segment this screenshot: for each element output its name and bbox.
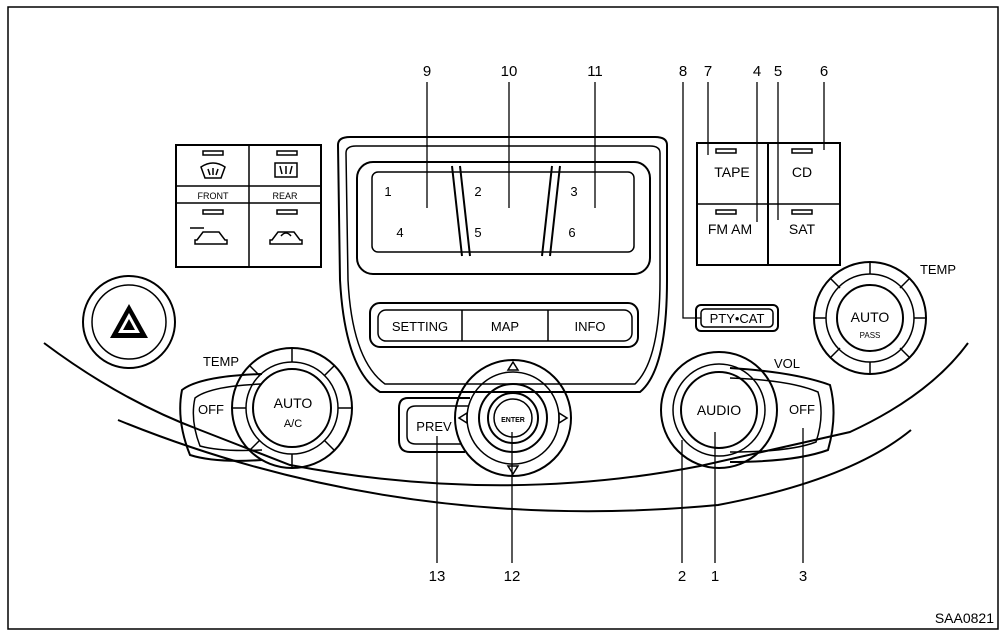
callout-11: 11 — [587, 63, 603, 80]
front-label: FRONT — [198, 191, 229, 201]
right-auto-label: AUTO — [851, 309, 890, 325]
prev-button[interactable]: PREV — [416, 419, 452, 434]
fmam-indicator — [715, 209, 737, 215]
right-temp-label: TEMP — [920, 262, 956, 277]
audio-dial: OFF AUDIO VOL — [660, 351, 835, 469]
callout-10: 10 — [501, 63, 518, 80]
preset-1: 1 — [384, 184, 391, 199]
callout-5: 5 — [774, 63, 782, 80]
audio-label: AUDIO — [697, 402, 741, 418]
left-auto-label: AUTO — [274, 395, 313, 411]
recirc-indicator — [276, 209, 298, 215]
nav-bar-inner — [377, 309, 633, 342]
display-divider-left — [451, 165, 471, 257]
display-unit: 1 2 3 4 5 6 — [356, 161, 651, 275]
fresh-air-icon[interactable] — [190, 227, 228, 245]
front-defrost-icon[interactable] — [200, 162, 226, 179]
enter-controller: PREV ENTER — [398, 359, 572, 477]
off-right-button[interactable]: OFF — [789, 402, 815, 417]
preset-6: 6 — [568, 225, 575, 240]
callout-12: 12 — [504, 568, 521, 585]
callout-9: 9 — [423, 63, 431, 80]
callout-7: 7 — [704, 63, 712, 80]
defroster-panel: FRONT REAR — [175, 144, 322, 268]
left-off-housing — [179, 373, 263, 462]
sat-indicator — [791, 209, 813, 215]
preset-2: 2 — [474, 184, 481, 199]
left-auto-button[interactable] — [252, 368, 332, 448]
directional-ring[interactable] — [454, 359, 572, 477]
rear-defrost-indicator — [276, 150, 298, 156]
cd-indicator — [791, 148, 813, 154]
volume-ring[interactable] — [660, 351, 778, 469]
fresh-air-indicator — [202, 209, 224, 215]
enter-button[interactable] — [487, 392, 539, 444]
enter-label: ENTER — [501, 417, 525, 424]
console-inner — [345, 145, 661, 385]
vol-label: VOL — [774, 356, 800, 371]
fm-am-button[interactable]: FM AM — [708, 221, 752, 237]
map-button[interactable]: MAP — [491, 319, 519, 334]
sat-button[interactable]: SAT — [789, 221, 816, 237]
nav-button-bar: SETTING MAP INFO — [369, 302, 639, 348]
recirculation-icon[interactable] — [269, 231, 303, 245]
nav-bar-outer — [369, 302, 639, 348]
preset-5: 5 — [474, 225, 481, 240]
callout-13: 13 — [429, 568, 446, 585]
right-auto-button[interactable] — [836, 284, 904, 352]
callout-1: 1 — [711, 568, 719, 585]
down-arrow-icon[interactable] — [506, 465, 520, 476]
left-arrow-icon[interactable] — [457, 411, 468, 425]
setting-button[interactable]: SETTING — [392, 319, 448, 334]
preset-4: 4 — [396, 225, 403, 240]
left-climate-dial: OFF AUTO A/C TEMP — [179, 347, 353, 469]
tape-indicator — [715, 148, 737, 154]
rear-label: REAR — [272, 191, 298, 201]
figure-frame — [7, 6, 999, 630]
callout-6: 6 — [820, 63, 828, 80]
right-off-housing — [729, 367, 835, 463]
display-bezel — [356, 161, 651, 275]
callout-4: 4 — [753, 63, 761, 80]
audio-source-panel: TAPE CD FM AM SAT — [696, 142, 841, 266]
preset-3: 3 — [570, 184, 577, 199]
off-left-button[interactable]: OFF — [198, 402, 224, 417]
front-defrost-indicator — [202, 150, 224, 156]
cd-button[interactable]: CD — [792, 164, 812, 180]
callout-8: 8 — [679, 63, 687, 80]
right-arrow-icon[interactable] — [558, 411, 569, 425]
up-arrow-icon[interactable] — [506, 360, 520, 371]
ac-label: A/C — [284, 418, 302, 430]
hazard-button[interactable] — [82, 275, 176, 369]
dash-curve-lower — [117, 419, 912, 513]
console-housing — [336, 136, 668, 393]
pass-label: PASS — [860, 331, 881, 340]
prev-housing — [398, 397, 470, 453]
dash-curve-upper — [43, 342, 969, 487]
right-climate-dial: AUTO PASS TEMP — [813, 261, 956, 375]
display-screen — [371, 171, 635, 253]
tape-button[interactable]: TAPE — [714, 164, 750, 180]
display-divider-right — [541, 165, 561, 257]
callout-3: 3 — [799, 568, 807, 585]
callout-2: 2 — [678, 568, 686, 585]
audio-button[interactable] — [680, 371, 758, 449]
left-temp-label: TEMP — [203, 354, 239, 369]
rear-defrost-icon[interactable] — [274, 162, 298, 178]
figure-code: SAA0821 — [935, 610, 994, 626]
callout-numbers: 1 2 3 4 5 6 7 8 9 10 11 12 13 — [423, 63, 828, 585]
info-button[interactable]: INFO — [574, 319, 605, 334]
pty-cat-label: PTY•CAT — [710, 311, 765, 326]
leader-lines — [426, 82, 825, 563]
